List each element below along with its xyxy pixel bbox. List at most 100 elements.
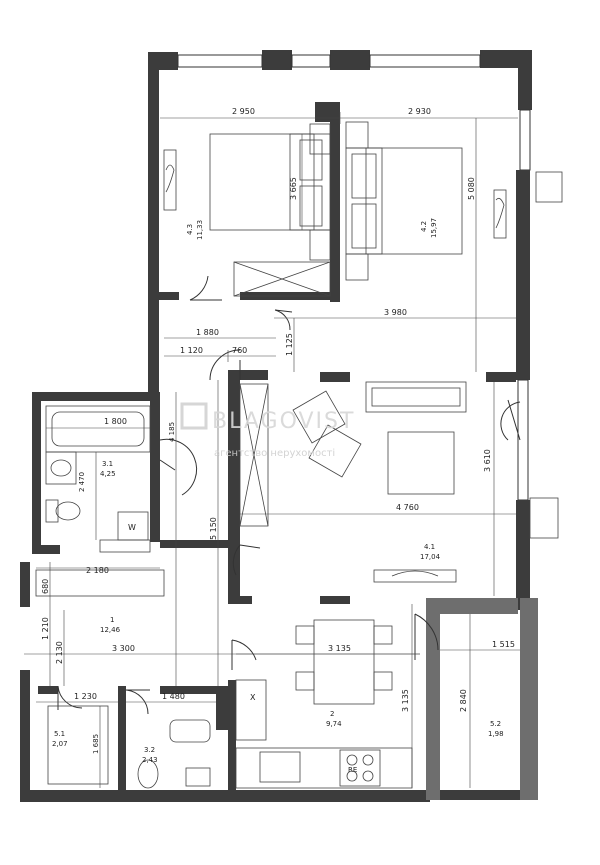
window-icon [369, 54, 481, 68]
dim-3665: 3 665 [289, 177, 298, 200]
doors [57, 275, 521, 715]
room-labels: 4.3 11,33 4.2 15,97 3.1 4,25 4.1 17,04 1… [52, 218, 504, 764]
svg-text:3.1: 3.1 [102, 460, 113, 468]
chair-icon [295, 671, 315, 691]
chair-icon [373, 625, 393, 645]
svg-text:2,43: 2,43 [142, 756, 158, 764]
svg-text:5.2: 5.2 [490, 720, 501, 728]
radiator-icon [163, 149, 177, 211]
window-icon [177, 54, 263, 68]
room-5-1: 5.1 2,07 [52, 730, 68, 748]
door-icon [125, 689, 150, 715]
watermark-subtitle: агентство нерухомості [214, 447, 335, 459]
dim-2950: 2 950 [232, 107, 255, 116]
door-icon [159, 438, 198, 496]
door-icon [209, 349, 241, 381]
room-3-2: 3.2 2,43 [142, 746, 158, 764]
dim-680: 680 [41, 579, 50, 594]
dim-3135-kitchen-depth: 3 135 [401, 689, 410, 712]
svg-text:2: 2 [330, 710, 334, 718]
svg-text:2,07: 2,07 [52, 740, 68, 748]
dim-2840: 2 840 [459, 689, 468, 712]
dim-1210: 1 210 [41, 617, 50, 640]
svg-text:4.2: 4.2 [420, 221, 428, 232]
svg-text:11,33: 11,33 [196, 220, 204, 240]
kitchen-x-mark: X [250, 693, 256, 702]
dim-5150: 5 150 [209, 517, 218, 540]
svg-text:1,98: 1,98 [488, 730, 504, 738]
door-icon [189, 275, 222, 301]
tv-icon [373, 569, 457, 583]
dim-2470: 2 470 [78, 472, 86, 492]
chair-icon [373, 671, 393, 691]
room-4-3: 4.3 11,33 [186, 220, 204, 240]
svg-text:3.2: 3.2 [144, 746, 155, 754]
dim-5080: 5 080 [467, 177, 476, 200]
dim-4760: 4 760 [396, 503, 419, 512]
svg-text:17,04: 17,04 [420, 553, 441, 561]
dim-3980: 3 980 [384, 308, 407, 317]
bed-icon [345, 147, 463, 255]
dim-2180: 2 180 [86, 566, 109, 575]
room-1: 1 12,46 [100, 616, 121, 634]
dim-1120: 1 120 [180, 346, 203, 355]
svg-text:15,97: 15,97 [430, 218, 438, 238]
dim-2130: 2 130 [55, 641, 64, 664]
room-4-1: 4.1 17,04 [420, 543, 441, 561]
watermark: BLAGOVIST агентство нерухомості [180, 402, 355, 459]
room-2: 2 9,74 [326, 710, 342, 728]
toilet-icon [45, 499, 81, 523]
bed-icon [209, 133, 331, 231]
stove-re-mark: RE [348, 766, 357, 774]
sink-icon [45, 451, 77, 485]
dim-3135-kitchen-width: 3 135 [328, 644, 351, 653]
sink-icon [185, 767, 211, 787]
svg-text:12,46: 12,46 [100, 626, 121, 634]
dim-1480: 1 480 [162, 692, 185, 701]
dim-1880: 1 880 [196, 328, 219, 337]
sink-icon [259, 751, 301, 783]
dim-4185: 4 185 [168, 422, 176, 442]
dim-1125: 1 125 [285, 333, 294, 356]
svg-text:4.3: 4.3 [186, 224, 194, 235]
table-icon [295, 619, 393, 705]
dimension-lines [24, 112, 520, 788]
room-3-1: 3.1 4,25 [100, 460, 116, 478]
dimension-labels: 2 950 2 930 3 665 5 080 3 980 1 880 1 12… [41, 107, 515, 754]
stove-icon [339, 749, 381, 787]
door-icon [414, 613, 439, 660]
dim-3610: 3 610 [483, 449, 492, 472]
svg-text:9,74: 9,74 [326, 720, 342, 728]
dim-3300: 3 300 [112, 644, 135, 653]
bathtub-icon [45, 405, 151, 453]
window-icon [291, 54, 331, 68]
chair-icon [529, 497, 559, 539]
svg-text:1: 1 [110, 616, 114, 624]
dim-1800: 1 800 [104, 417, 127, 426]
svg-text:5.1: 5.1 [54, 730, 65, 738]
dim-1515: 1 515 [492, 640, 515, 649]
logo-icon [180, 402, 208, 430]
watermark-brand: BLAGOVIST [212, 409, 355, 434]
wardrobe-icon [239, 383, 269, 527]
toilet-icon [137, 719, 211, 789]
room-5-2: 5.2 1,98 [488, 720, 504, 738]
door-icon [232, 544, 261, 576]
door-icon [274, 309, 293, 331]
room-4-2: 4.2 15,97 [420, 218, 438, 238]
dim-1230: 1 230 [74, 692, 97, 701]
armchair-icon [292, 390, 362, 478]
outer-walls [20, 50, 538, 802]
door-icon [500, 399, 521, 441]
wardrobe-icon [233, 261, 331, 297]
door-icon [231, 639, 257, 670]
chair-icon [295, 625, 315, 645]
svg-text:4,25: 4,25 [100, 470, 116, 478]
dim-2930: 2 930 [408, 107, 431, 116]
dim-760: 760 [232, 346, 247, 355]
svg-text:4.1: 4.1 [424, 543, 435, 551]
chair-icon [535, 171, 563, 203]
sofa-icon [365, 381, 467, 413]
dim-1685: 1 685 [92, 734, 100, 754]
